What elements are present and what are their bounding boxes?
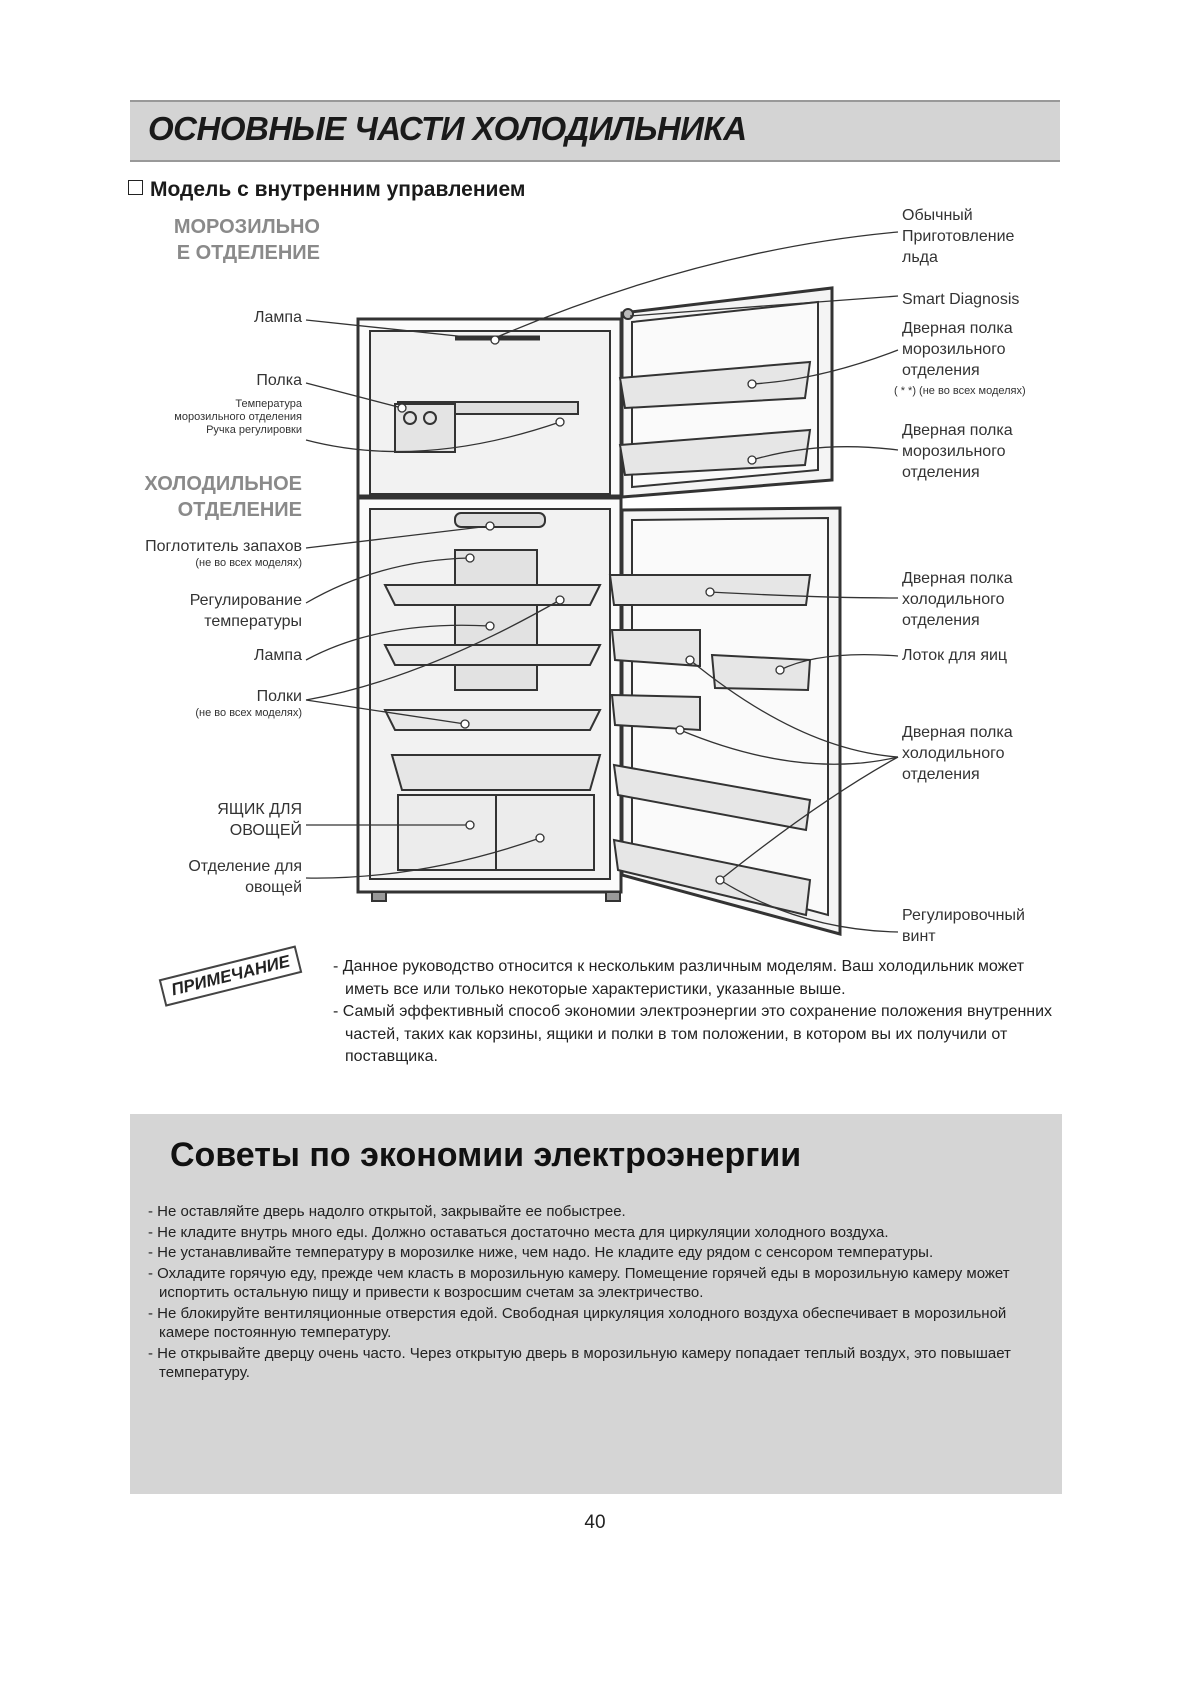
egg-tray	[710, 653, 812, 692]
page-title-bar: ОСНОВНЫЕ ЧАСТИ ХОЛОДИЛЬНИКА	[130, 100, 1060, 162]
label-fridge-door-shelf-1: Дверная полка холодильного отделения	[902, 570, 1013, 629]
note-list: - Данное руководство относится к несколь…	[333, 956, 1053, 1069]
tip-item: - Не устанавливайте температуру в морози…	[148, 1244, 934, 1261]
tips-title: Советы по экономии электроэнергии	[170, 1136, 802, 1174]
label-freezer-temp: Температура морозильного отделения Ручка…	[174, 398, 302, 436]
note-item: - Данное руководство относится к несколь…	[333, 958, 1025, 998]
label-smart-diagnosis: Smart Diagnosis	[902, 291, 1020, 308]
label-odor-note: (не во всех моделях)	[195, 557, 302, 569]
tip-item: - Не открывайте дверцу очень часто. Чере…	[148, 1344, 1011, 1382]
note-badge: ПРИМЕЧАНИЕ	[158, 945, 303, 1007]
fridge-door-shelf-3	[612, 838, 812, 917]
fridge-section-label: ХОЛОДИЛЬНОЕ ОТДЕЛЕНИЕ	[144, 473, 302, 521]
ice-maker	[394, 403, 456, 453]
label-freezer-door-shelf-2: Дверная полка морозильного отделения	[902, 422, 1013, 481]
label-veg-box: ЯЩИК ДЛЯ ОВОЩЕЙ	[217, 801, 302, 839]
energy-tips-panel: Советы по экономии электроэнергии - Не о…	[130, 1114, 1062, 1494]
label-shelves: Полки	[256, 688, 302, 705]
tip-item: - Охладите горячую еду, прежде чем класт…	[148, 1264, 1010, 1302]
label-ice-maker: Обычный Приготовление льда	[902, 207, 1015, 266]
fridge-shelf-3	[383, 709, 602, 731]
tip-item: - Не кладите внутрь много еды. Должно ос…	[148, 1223, 889, 1241]
odor-absorber	[454, 512, 546, 528]
fridge-door-shelf-2	[612, 763, 812, 832]
label-odor-absorber: Поглотитель запахов	[145, 538, 302, 555]
note-item: - Самый эффективный способ экономии элек…	[333, 1003, 1053, 1065]
label-veg-compartment: Отделение для овощей	[188, 858, 302, 896]
fridge-shelf-1	[383, 584, 602, 606]
checkbox-bullet-icon	[128, 180, 143, 195]
freezer-door-shelf-1	[618, 360, 812, 410]
tip-item: - Не блокируйте вентиляционные отверстия…	[148, 1304, 1007, 1342]
label-lamp-top: Лампа	[254, 309, 302, 326]
label-lamp-bottom: Лампа	[254, 647, 302, 664]
page-title: ОСНОВНЫЕ ЧАСТИ ХОЛОДИЛЬНИКА	[148, 110, 747, 147]
label-egg-tray: Лоток для яиц	[902, 647, 1008, 664]
label-shelves-note: (не во всех моделях)	[195, 707, 302, 719]
model-subtitle: Модель с внутренним управлением	[128, 178, 525, 202]
label-shelf: Полка	[256, 372, 302, 389]
tips-list: - Не оставляйте дверь надолго открытой, …	[148, 1202, 1048, 1384]
fridge-shelf-2	[383, 644, 602, 666]
freezer-section-label: МОРОЗИЛЬНО Е ОТДЕЛЕНИЕ	[173, 216, 320, 264]
tip-item: - Не оставляйте дверь надолго открытой, …	[148, 1203, 626, 1220]
crisper-cover	[390, 754, 602, 791]
label-temp-control: Регулирование температуры	[189, 592, 302, 630]
refrigerator-diagram	[305, 231, 899, 936]
label-adjust-screw: Регулировочный винт	[902, 907, 1025, 945]
label-freezer-door-note: ( * *) (не во всех моделях)	[894, 385, 1026, 397]
label-freezer-door-shelf-1: Дверная полка морозильного отделения	[902, 320, 1013, 379]
label-fridge-door-shelf-2: Дверная полка холодильного отделения	[902, 724, 1013, 783]
page-number: 40	[584, 1512, 606, 1533]
leader-lines	[305, 231, 899, 933]
freezer-door-shelf-2	[618, 428, 812, 477]
